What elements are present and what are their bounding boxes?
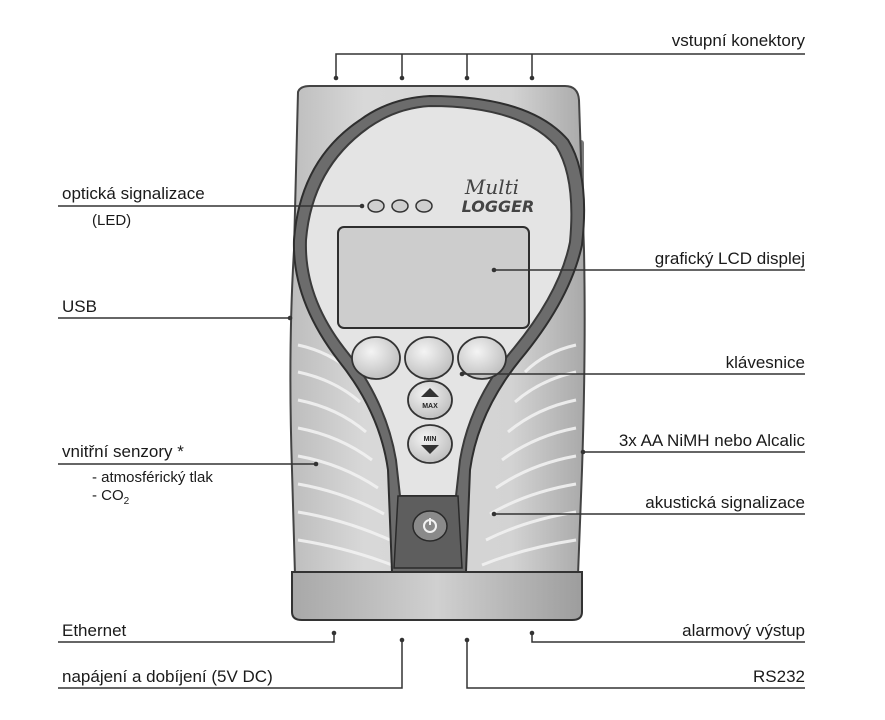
- led-1: [367, 199, 385, 213]
- max-button-label: MAX: [422, 403, 438, 410]
- brand-logo-line2: LOGGER: [462, 197, 535, 216]
- min-button[interactable]: [407, 424, 453, 464]
- label-keyboard: klávesnice: [725, 353, 805, 372]
- arrow-up-icon: [421, 388, 439, 397]
- lcd-screen: [337, 226, 530, 329]
- key-3[interactable]: [457, 336, 507, 380]
- label-usb: USB: [62, 297, 97, 316]
- led-2: [391, 199, 409, 213]
- key-2[interactable]: [404, 336, 454, 380]
- leader-lines: [58, 53, 805, 689]
- label-optical-signal-sub: (LED): [92, 212, 132, 229]
- device-base: [291, 571, 583, 621]
- label-sensor-pressure: - atmosférický tlak: [92, 469, 213, 486]
- key-1[interactable]: [351, 336, 401, 380]
- label-acoustic-signal: akustická signalizace: [645, 493, 805, 512]
- min-button-label: MIN: [424, 436, 437, 443]
- power-button[interactable]: [412, 510, 448, 542]
- led-group: [367, 199, 433, 213]
- label-internal-sensors: vnitřní senzory *: [62, 442, 184, 461]
- label-power-charging: napájení a dobíjení (5V DC): [62, 667, 273, 686]
- label-sensor-co2: - CO2: [92, 487, 129, 511]
- label-alarm-output: alarmový výstup: [682, 621, 805, 640]
- label-sensor-co2-sub: 2: [123, 496, 130, 507]
- arrow-down-icon: [421, 445, 439, 454]
- max-button[interactable]: [407, 380, 453, 420]
- label-batteries: 3x AA NiMH nebo Alcalic: [618, 431, 805, 450]
- leader-dots: [287, 75, 586, 643]
- label-input-connectors: vstupní konektory: [671, 31, 805, 50]
- brand-logo-line1: Multi: [464, 175, 519, 199]
- led-3: [415, 199, 433, 213]
- label-ethernet: Ethernet: [62, 621, 127, 640]
- label-rs232: RS232: [753, 667, 805, 686]
- label-sensor-co2-prefix: - CO: [92, 487, 124, 504]
- label-lcd-display: grafický LCD displej: [654, 249, 805, 268]
- label-optical-signal: optická signalizace: [62, 184, 205, 203]
